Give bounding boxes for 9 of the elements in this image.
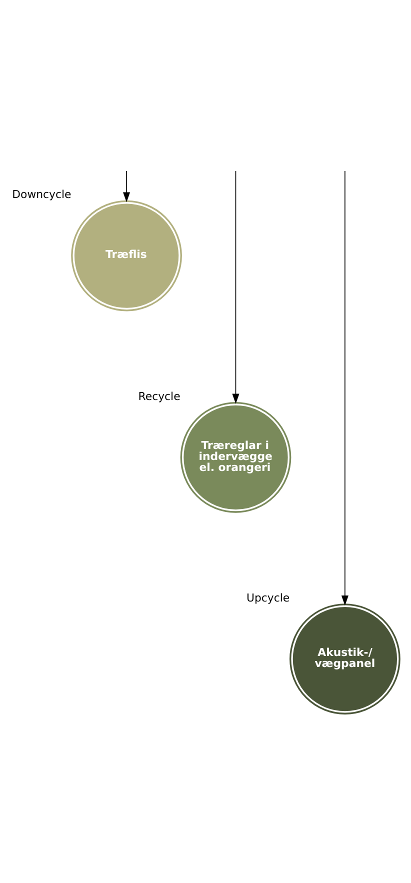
node-label: Downcycle xyxy=(12,188,72,201)
node-circle: Træreglar i indervægge el. orangeri xyxy=(180,401,292,512)
arrow xyxy=(341,170,348,606)
node-label: Recycle xyxy=(138,389,180,402)
arrow xyxy=(232,170,240,404)
node-circle: Akustik-/ vægpanel xyxy=(290,603,400,714)
arrow xyxy=(123,170,130,202)
node-label: Upcycle xyxy=(246,590,290,604)
node-circle: Træflis xyxy=(71,200,182,311)
